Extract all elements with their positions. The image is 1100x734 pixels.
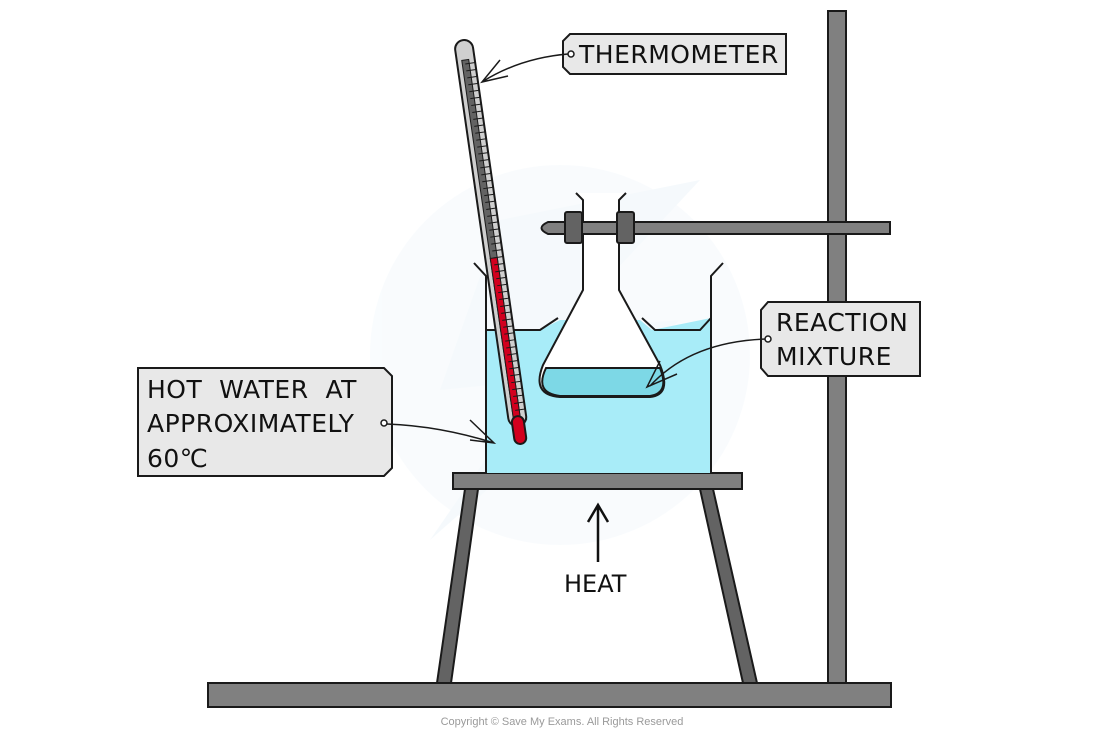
scale-tick [488,221,499,224]
retort-stand-base [207,682,892,708]
label-hot-water: HOT WATER AT APPROXIMATELY 60℃ [137,367,497,477]
tripod-leg-right [698,488,759,684]
scale-tick [483,186,494,190]
scale-tick [493,256,504,259]
hot-water-label-line-1: HOT WATER AT [147,375,357,404]
tripod-top [452,472,743,490]
hot-water-label-line-3: 60℃ [147,444,208,473]
scale-tick [512,387,523,391]
heat-arrow-icon [586,502,610,562]
scale-tick [492,249,503,252]
thermometer-scale [465,58,528,420]
scale-tick [510,373,521,377]
scale-tick [505,339,516,342]
pointer-arrow-reaction [645,338,766,389]
beaker [473,262,724,473]
scale-tick [470,96,481,100]
scale-tick [507,353,518,356]
scale-tick [478,152,489,155]
scale-tick [506,346,517,349]
heat-label: HEAT [564,570,627,598]
scale-tick [477,145,488,148]
scale-tick [465,62,476,65]
scale-tick [509,366,520,370]
scale-tick [511,380,522,384]
scale-tick [495,269,506,273]
scale-tick [481,172,492,176]
scale-tick [496,276,507,280]
scale-tick [487,214,498,217]
scale-tick [501,311,512,314]
scale-tick [473,117,484,120]
hot-water-label-line-2: APPROXIMATELY [147,409,355,438]
pointer-arrow-thermometer [480,53,569,84]
scale-tick [466,68,477,72]
reaction-label-line-1: REACTION [776,308,908,337]
scale-tick [499,297,510,301]
heat-indicator: HEAT [564,502,627,598]
scale-tick [482,179,493,183]
reaction-mixture [541,367,665,397]
scale-tick [484,193,495,197]
scale-tick [468,82,479,86]
scale-tick [480,165,491,169]
scale-tick [503,325,514,328]
scale-tick [476,138,487,141]
thermometer-bulb [510,415,528,445]
scale-tick [513,394,524,398]
copyright-notice: Copyright © Save My Exams. All Rights Re… [441,716,684,728]
scale-tick [494,262,505,266]
reaction-label-line-2: MIXTURE [776,342,892,371]
conical-flask [538,192,666,398]
scale-tick [485,200,496,204]
scale-tick [472,110,483,113]
clamp [540,211,891,244]
scale-tick [486,207,497,210]
scale-tick [504,332,515,335]
scale-tick [515,408,526,411]
pointer-arrow-hot-water [386,419,497,445]
scale-tick [479,159,490,162]
scale-tick [471,103,482,107]
scale-edge [474,58,528,420]
scale-tick [508,359,519,363]
scale-tick [489,228,500,231]
scale-tick [498,290,509,294]
tripod-leg-left [435,488,480,684]
thermometer-label-text: THERMOMETER [578,40,779,69]
label-thermometer: THERMOMETER [480,33,787,84]
scale-tick [514,401,525,404]
thermometer [454,38,528,445]
scale-tick [497,283,508,287]
scale-tick [491,242,502,245]
label-reaction-mixture: REACTION MIXTURE [645,301,921,389]
scale-tick [490,235,501,238]
scale-tick [502,318,513,321]
scale-tick [469,89,480,93]
scale-tick [500,304,511,307]
scale-tick [467,75,478,79]
scale-tick [474,124,485,127]
scale-tick [475,131,486,134]
